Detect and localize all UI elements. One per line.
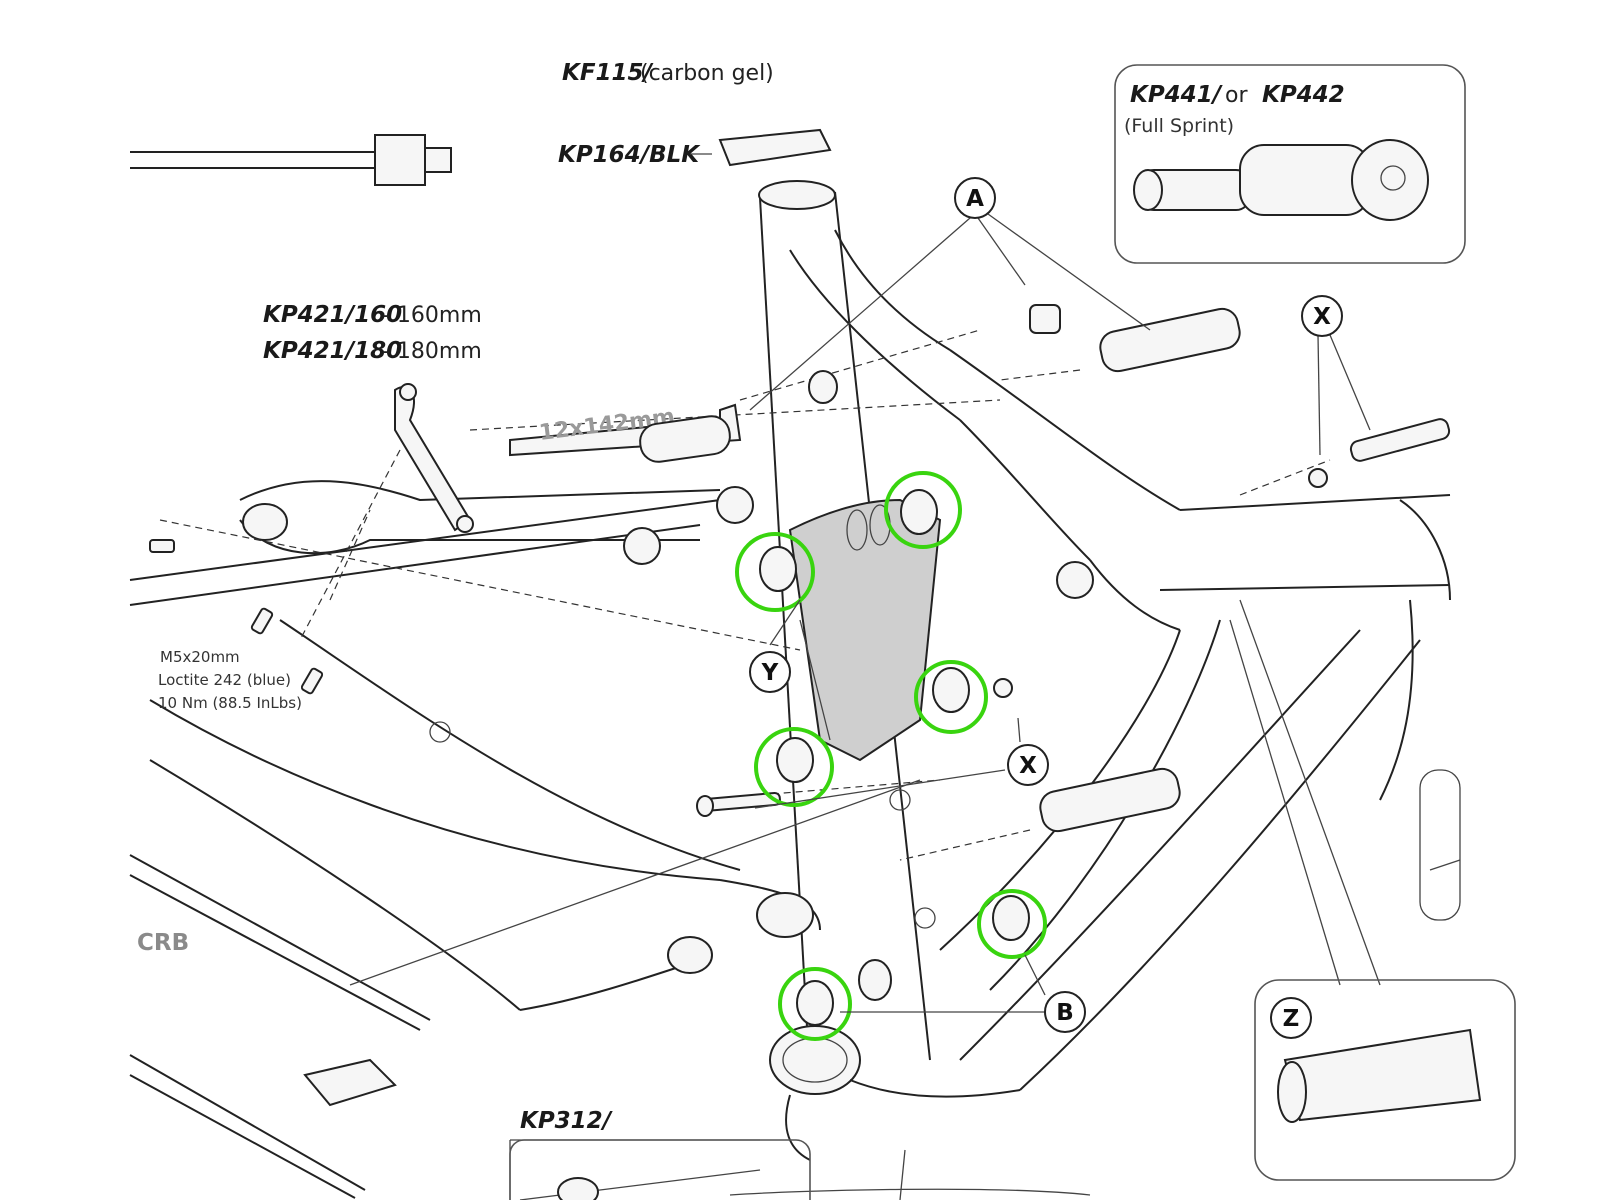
- kp441-part-code: KP441/: [1130, 82, 1223, 108]
- bolt-spec-size: M5x20mm: [160, 648, 240, 666]
- callout-y-label: Y: [761, 660, 779, 686]
- kp441-or-text: or: [1225, 83, 1248, 108]
- kp442-part-code: KP442: [1262, 82, 1345, 108]
- inset-kp441-box: [1114, 64, 1466, 264]
- callout-z-label: Z: [1283, 1006, 1300, 1032]
- bolt-spec-loctite: Loctite 242 (blue): [158, 671, 291, 689]
- callout-x-top-label: X: [1313, 304, 1331, 330]
- frame-linework: 12x142mm: [129, 128, 1461, 1200]
- inset-kp312-box: [509, 1139, 811, 1200]
- highlight-bearing-2: [884, 471, 962, 549]
- kf115-description: (carbon gel): [640, 61, 774, 86]
- callout-a: A: [749, 177, 1151, 411]
- highlight-bearing-1: [735, 532, 815, 612]
- kp421-160-part-code: KP421/160: [263, 302, 402, 328]
- callout-z: Z: [1270, 997, 1312, 1039]
- kp421-160-size: - 160mm: [382, 303, 482, 328]
- callout-b-label: B: [1056, 1000, 1074, 1026]
- kp421-180-part-code: KP421/180: [263, 338, 402, 364]
- callout-a-label: A: [966, 186, 984, 212]
- crb-label: CRB: [137, 930, 189, 956]
- callout-x-top: X: [1301, 295, 1371, 456]
- callout-x-mid-label: X: [1019, 753, 1037, 779]
- highlight-circles: [735, 471, 1047, 1041]
- callout-b: B: [840, 954, 1086, 1033]
- highlight-bearing-3: [914, 660, 988, 734]
- callout-x-mid: X: [754, 717, 1049, 809]
- callout-y: Y: [749, 599, 801, 693]
- highlight-bearing-6: [778, 967, 852, 1041]
- full-sprint-label: (Full Sprint): [1124, 115, 1234, 137]
- highlight-bearing-4: [754, 727, 834, 807]
- kf115-part-code: KF115/: [562, 60, 654, 86]
- kp421-180-size: - 180mm: [382, 339, 482, 364]
- highlight-bearing-5: [977, 889, 1047, 959]
- kp164-part-code: KP164/BLK: [558, 142, 701, 168]
- bolt-spec-torque: 10 Nm (88.5 InLbs): [158, 694, 302, 712]
- inset-z-box: [1254, 979, 1516, 1181]
- kp312-part-code: KP312/: [520, 1108, 613, 1134]
- bearing-group: [759, 370, 1030, 1026]
